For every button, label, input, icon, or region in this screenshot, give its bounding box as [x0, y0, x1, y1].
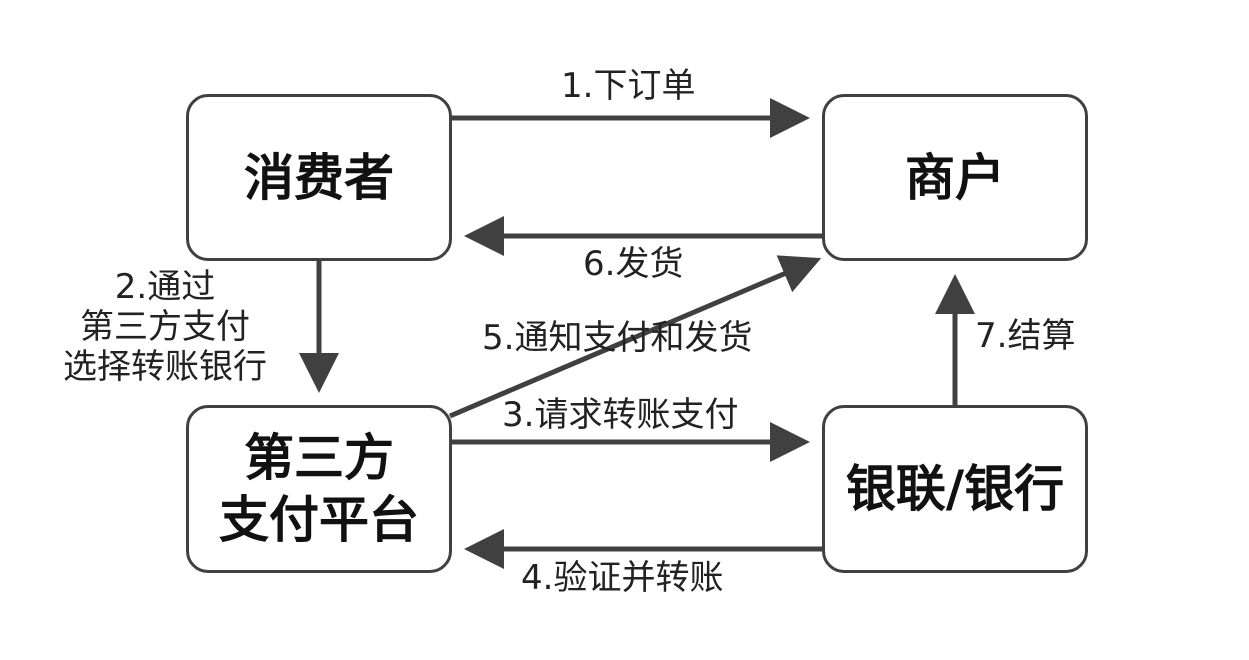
- node-merchant-label: 商户: [905, 148, 1005, 207]
- node-consumer: 消费者: [186, 94, 452, 261]
- node-consumer-label: 消费者: [244, 148, 394, 207]
- label-select-bank-line2: 第三方支付: [80, 307, 250, 347]
- label-request-transfer: 3.请求转账支付: [502, 395, 739, 435]
- node-payment-platform: 第三方 支付平台: [186, 405, 452, 573]
- label-select-bank-line3: 选择转账银行: [63, 347, 267, 387]
- node-platform-label-line2: 支付平台: [219, 491, 419, 549]
- node-bank-label: 银联/银行: [845, 460, 1065, 518]
- label-verify-transfer: 4.验证并转账: [521, 558, 724, 598]
- node-platform-label-line1: 第三方: [244, 429, 394, 487]
- label-order: 1.下订单: [561, 66, 696, 106]
- arrow-notify: [449, 255, 822, 419]
- label-ship: 6.发货: [583, 244, 684, 284]
- label-select-bank-line1: 2.通过: [114, 267, 216, 307]
- node-merchant: 商户: [822, 94, 1088, 261]
- node-bank: 银联/银行: [822, 405, 1088, 573]
- label-notify: 5.通知支付和发货: [482, 318, 753, 358]
- label-select-bank: 2.通过 第三方支付 选择转账银行: [30, 267, 300, 387]
- label-settle: 7.结算: [975, 316, 1076, 356]
